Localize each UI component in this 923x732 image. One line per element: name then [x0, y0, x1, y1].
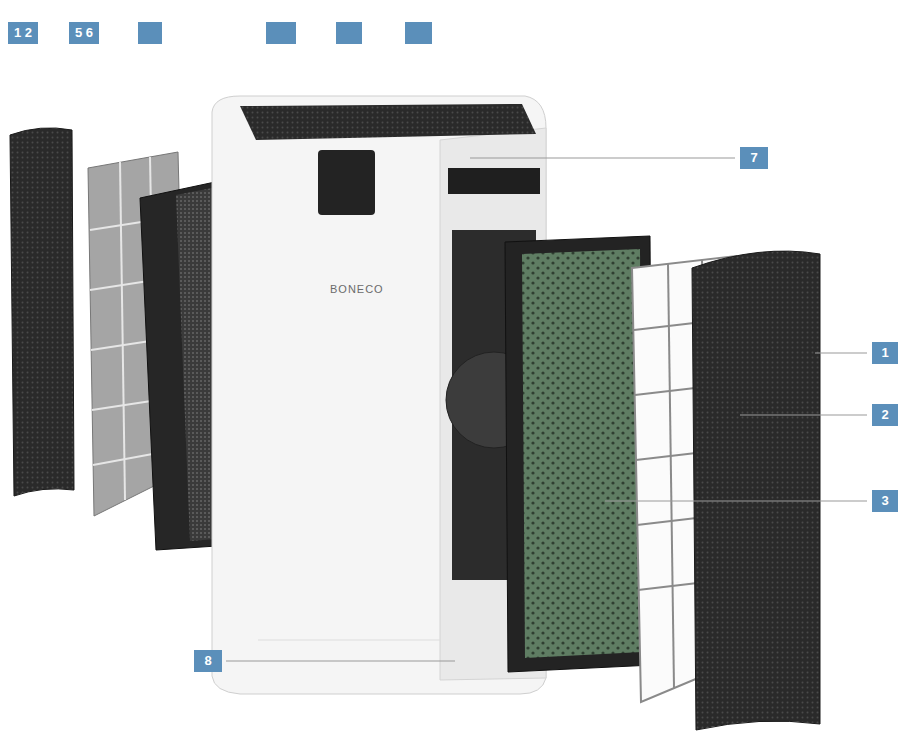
housing-edge [258, 640, 440, 641]
callout-number: 3 [872, 490, 898, 512]
control-panel [318, 150, 375, 215]
leader-line [226, 158, 867, 661]
carbon-face [522, 249, 642, 658]
top-grille [240, 104, 536, 140]
cover-panel [692, 251, 820, 730]
air-outlet [448, 168, 540, 194]
callout-number: 5 6 [69, 22, 99, 44]
callout-number: 8 [194, 650, 222, 672]
housing [212, 96, 546, 694]
carbon-filter [505, 236, 653, 672]
callout-number: 2 [872, 404, 898, 426]
blank-callout [138, 22, 432, 44]
callout-number: 1 2 [8, 22, 38, 44]
callout-number: 7 [740, 147, 768, 169]
cover-panel [10, 128, 74, 496]
brand-logo: BONECO [330, 283, 384, 295]
callout-number: 1 [872, 342, 898, 364]
